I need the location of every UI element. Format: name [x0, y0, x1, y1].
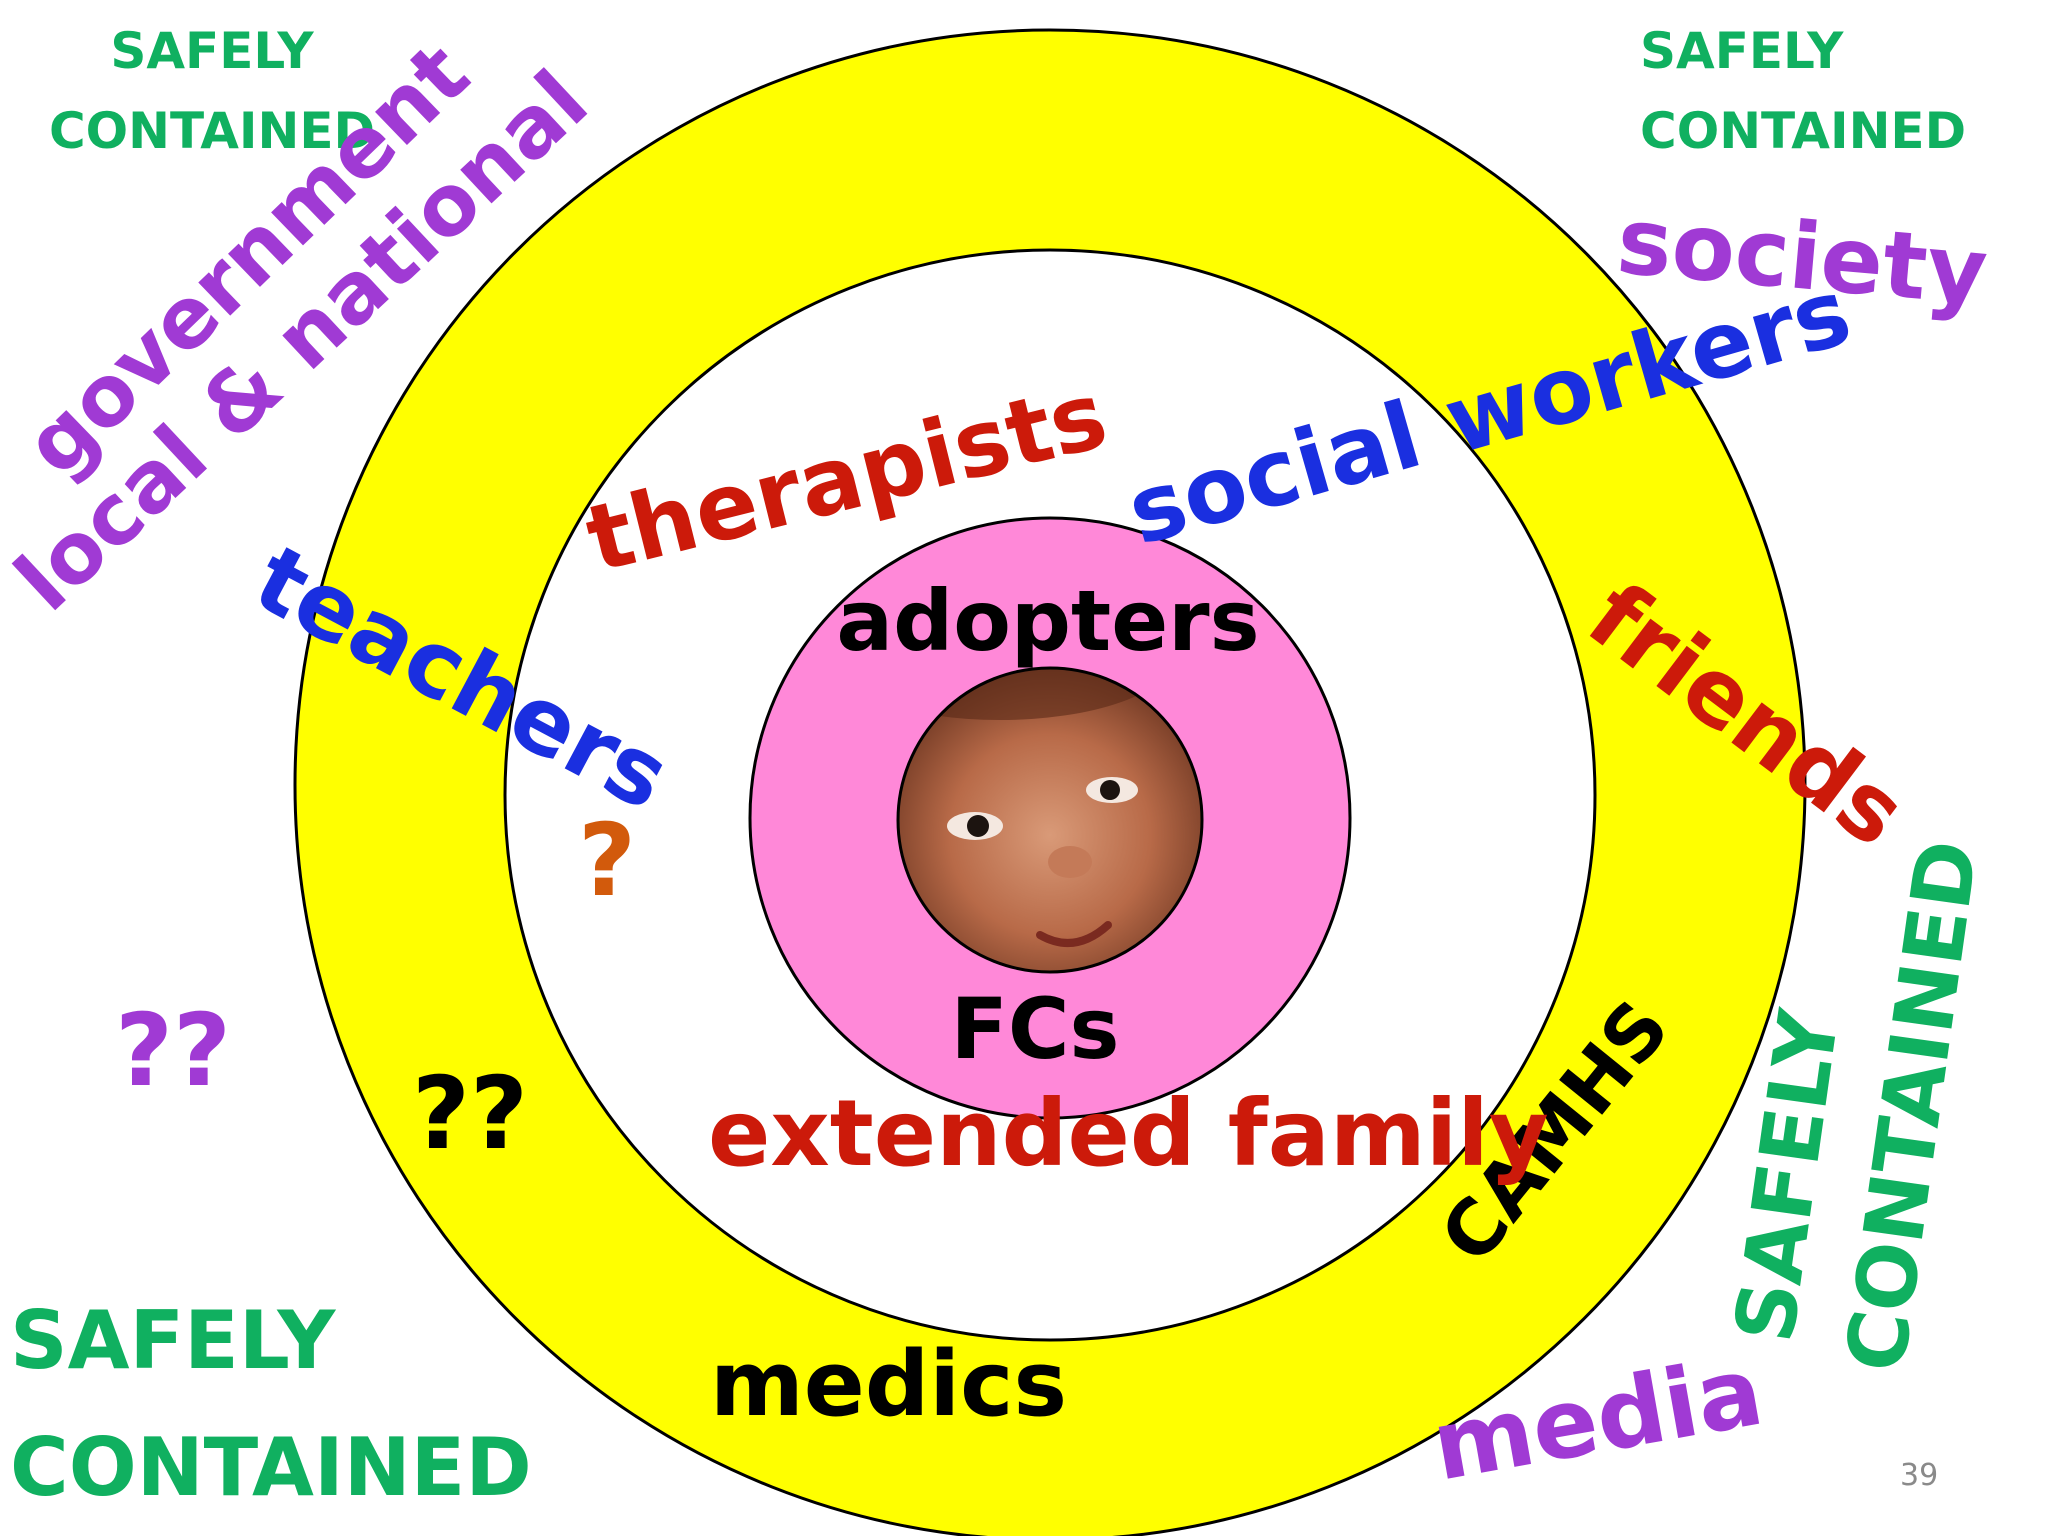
fcs-label: FCs: [950, 980, 1119, 1078]
safely-label-top-left: SAFELY: [110, 22, 314, 80]
contained-label-top-left: CONTAINED: [49, 102, 375, 160]
contained-label-bottom-left: CONTAINED: [10, 1421, 532, 1514]
page-number: 39: [1900, 1458, 1938, 1493]
medics-label: medics: [710, 1332, 1067, 1437]
yellow-question-marks: ??: [412, 1055, 528, 1172]
adopters-label: adopters: [836, 572, 1259, 670]
safely-label-top-right: SAFELY: [1640, 22, 1844, 80]
contained-label-bottom-right: CONTAINED: [1829, 835, 1998, 1378]
contained-label-top-right: CONTAINED: [1640, 102, 1966, 160]
extended-family-label: extended family: [708, 1080, 1549, 1187]
white-question-mark: ?: [578, 802, 636, 919]
safely-label-bottom-left: SAFELY: [10, 1294, 336, 1387]
outer-question-marks: ??: [115, 992, 231, 1109]
